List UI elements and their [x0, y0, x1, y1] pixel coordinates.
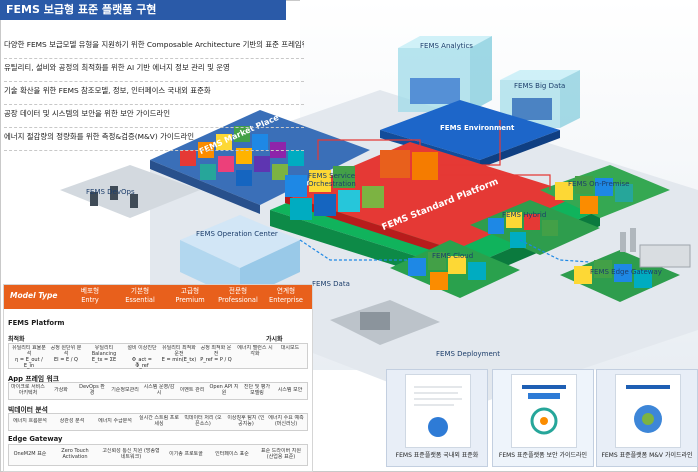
security-guide-icon	[522, 385, 566, 435]
onpremise-blocks	[555, 176, 633, 214]
platform-label: FEMS Platform	[8, 319, 65, 327]
edge-cell: 인터페이스 표준	[215, 451, 249, 457]
opt-cell: 설비 이상진단	[127, 345, 157, 351]
document-thumbnail	[511, 374, 577, 448]
app-cell: Open API 지원	[209, 384, 239, 396]
opt-cell: 에너지 밸런스 시각화	[237, 345, 273, 357]
cloud-blocks	[408, 252, 486, 290]
edge-cell: OneM2M 표준	[13, 451, 47, 457]
bigdata-cell: 에너지 수급분석	[98, 418, 132, 424]
bigdata-cell: 상관성 분석	[59, 418, 85, 424]
label-data: FEMS Data	[312, 280, 350, 288]
app-cell: 마이크로 서비스 아키텍처	[11, 384, 45, 396]
label-operation-center: FEMS Operation Center	[196, 230, 278, 238]
app-cell: 시스템 운영/감시	[143, 384, 175, 396]
app-cell: 이벤트 관리	[179, 387, 205, 393]
bigdata-row: 에너지 흐름분석 상관성 분석 에너지 수급분석 실시간 스트림 프로세싱 빅데…	[8, 413, 308, 431]
edge-gateway-row: OneM2M 표준 Zero Touch Activation 고신뢰성 통신 …	[8, 444, 308, 466]
formula: P_ref = P / Q	[200, 357, 232, 363]
hybrid-blocks	[488, 212, 558, 248]
opt-cell: 대시보드	[280, 345, 300, 351]
optimization-row: 유틸리티 효율분석 공정 원단위 분석 유틸리티 Balancing 설비 이상…	[8, 343, 308, 369]
label-deployment: FEMS Deployment	[436, 350, 500, 358]
label-devops: FEMS DevOps	[86, 188, 135, 196]
app-framework-row: 마이크로 서비스 아키텍처 가상화 DevOps 환경 기준정보관리 시스템 운…	[8, 382, 308, 400]
feature-item: 에너지 절감량의 정량화를 위한 측정&검증(M&V) 가이드라인	[4, 130, 304, 151]
opt-cell: 유틸리티 Balancing	[91, 345, 117, 357]
app-framework-label: App 프레임 워크	[8, 375, 59, 383]
document-thumbnail	[405, 374, 471, 448]
label-cloud: FEMS Cloud	[432, 252, 474, 260]
bigdata-cell: 빅데이터 처리 (오픈소스)	[184, 415, 222, 427]
formula: Φ_act = Φ_ref	[132, 357, 152, 369]
opt-cell: 공정 최적화 운전	[200, 345, 232, 357]
edge-cell: 표준 드라이버 지원 (산업용 표준)	[261, 448, 301, 460]
connection-lines	[317, 120, 551, 190]
formula: E = min(E_tx)	[161, 357, 197, 363]
feature-item: 공장 데이터 및 시스템의 보안을 위한 보안 가이드라인	[4, 107, 304, 128]
formula: η = E_out / E_in	[15, 357, 43, 369]
mv-guide-icon	[626, 385, 670, 433]
edge-gateway-blocks	[574, 260, 652, 288]
label-analytics: FEMS Analytics	[420, 42, 473, 50]
app-cell: 기준정보관리	[111, 387, 139, 393]
devops-floor	[60, 165, 200, 218]
model-type-title: Model Type	[10, 291, 58, 300]
feature-list: 다양한 FEMS 보급모델 유형을 지원하기 위한 Composable Arc…	[4, 38, 304, 153]
bigdata-cell: 이상징후 탐지 (인공지능)	[227, 415, 265, 427]
guide-card-mv: FEMS 표준플랫폼 M&V 가이드라인	[596, 369, 698, 467]
card-caption: FEMS 표준플랫폼 M&V 가이드라인	[601, 452, 693, 459]
bigdata-cell: 에너지 흐름분석	[13, 418, 47, 424]
guide-card-security: FEMS 표준플랫폼 보안 가이드라인	[492, 369, 594, 467]
label-bigdata: FEMS Big Data	[514, 82, 566, 90]
opt-cell: 공정 원단위 분석	[50, 345, 82, 357]
label-environment: FEMS Environment	[440, 124, 515, 132]
opt-cell: 유틸리티 최적화 운전	[162, 345, 196, 357]
edge-gateway-label: Edge Gateway	[8, 435, 63, 443]
visualization-label: 가시화	[266, 336, 283, 343]
label-hybrid: FEMS Hybrid	[502, 211, 547, 219]
bigdata-cell: 실시간 스트림 프로세싱	[139, 415, 179, 427]
label-orchestration: FEMS Service Orchestration	[308, 172, 356, 188]
feature-item: 기술 확산을 위한 FEMS 참조모델, 정보, 인터페이스 국내외 표준화	[4, 84, 304, 105]
app-cell: DevOps 환경	[79, 384, 105, 396]
edge-cell: 이기종 프로토콜	[169, 451, 203, 457]
edge-cell: Zero Touch Activation	[61, 448, 89, 460]
app-cell: 진단 및 평가 모델링	[243, 384, 271, 396]
page-title: FEMS 보급형 표준 플랫폼 구현	[0, 0, 286, 20]
feature-item: 다양한 FEMS 보급모델 유형을 지원하기 위한 Composable Arc…	[4, 38, 304, 59]
edge-cell: 고신뢰성 통신 지원 (방송형 네트워크)	[102, 448, 160, 460]
guide-card-standardization: FEMS 표준플랫폼 국내외 표준화	[386, 369, 488, 467]
opt-cell: 유틸리티 효율분석	[12, 345, 46, 357]
card-caption: FEMS 표준플랫폼 보안 가이드라인	[498, 452, 588, 459]
label-edge-gateway: FEMS Edge Gateway	[590, 268, 662, 276]
label-onpremise: FEMS On-Premise	[568, 180, 630, 188]
formula: E_tx = ΣE	[91, 357, 117, 363]
formula: EI = E / Q	[54, 357, 78, 363]
bigdata-analysis-label: 빅데이터 분석	[8, 406, 48, 414]
app-cell: 가상화	[54, 387, 68, 393]
document-lines-icon	[414, 386, 462, 437]
operation-center-box	[180, 215, 300, 268]
orchestration-blocks	[285, 150, 438, 220]
environment-slab	[380, 100, 560, 160]
feature-item: 유틸리티, 설비와 공정의 최적화를 위한 AI 기반 에너지 정보 관리 및 …	[4, 61, 304, 82]
optimization-label: 최적화	[8, 336, 25, 343]
app-cell: 시스템 보안	[277, 387, 303, 393]
document-thumbnail	[615, 374, 681, 448]
card-caption: FEMS 표준플랫폼 국내외 표준화	[395, 452, 479, 459]
bigdata-cell: 에너지 수요 예측 (머신러닝)	[268, 415, 304, 427]
